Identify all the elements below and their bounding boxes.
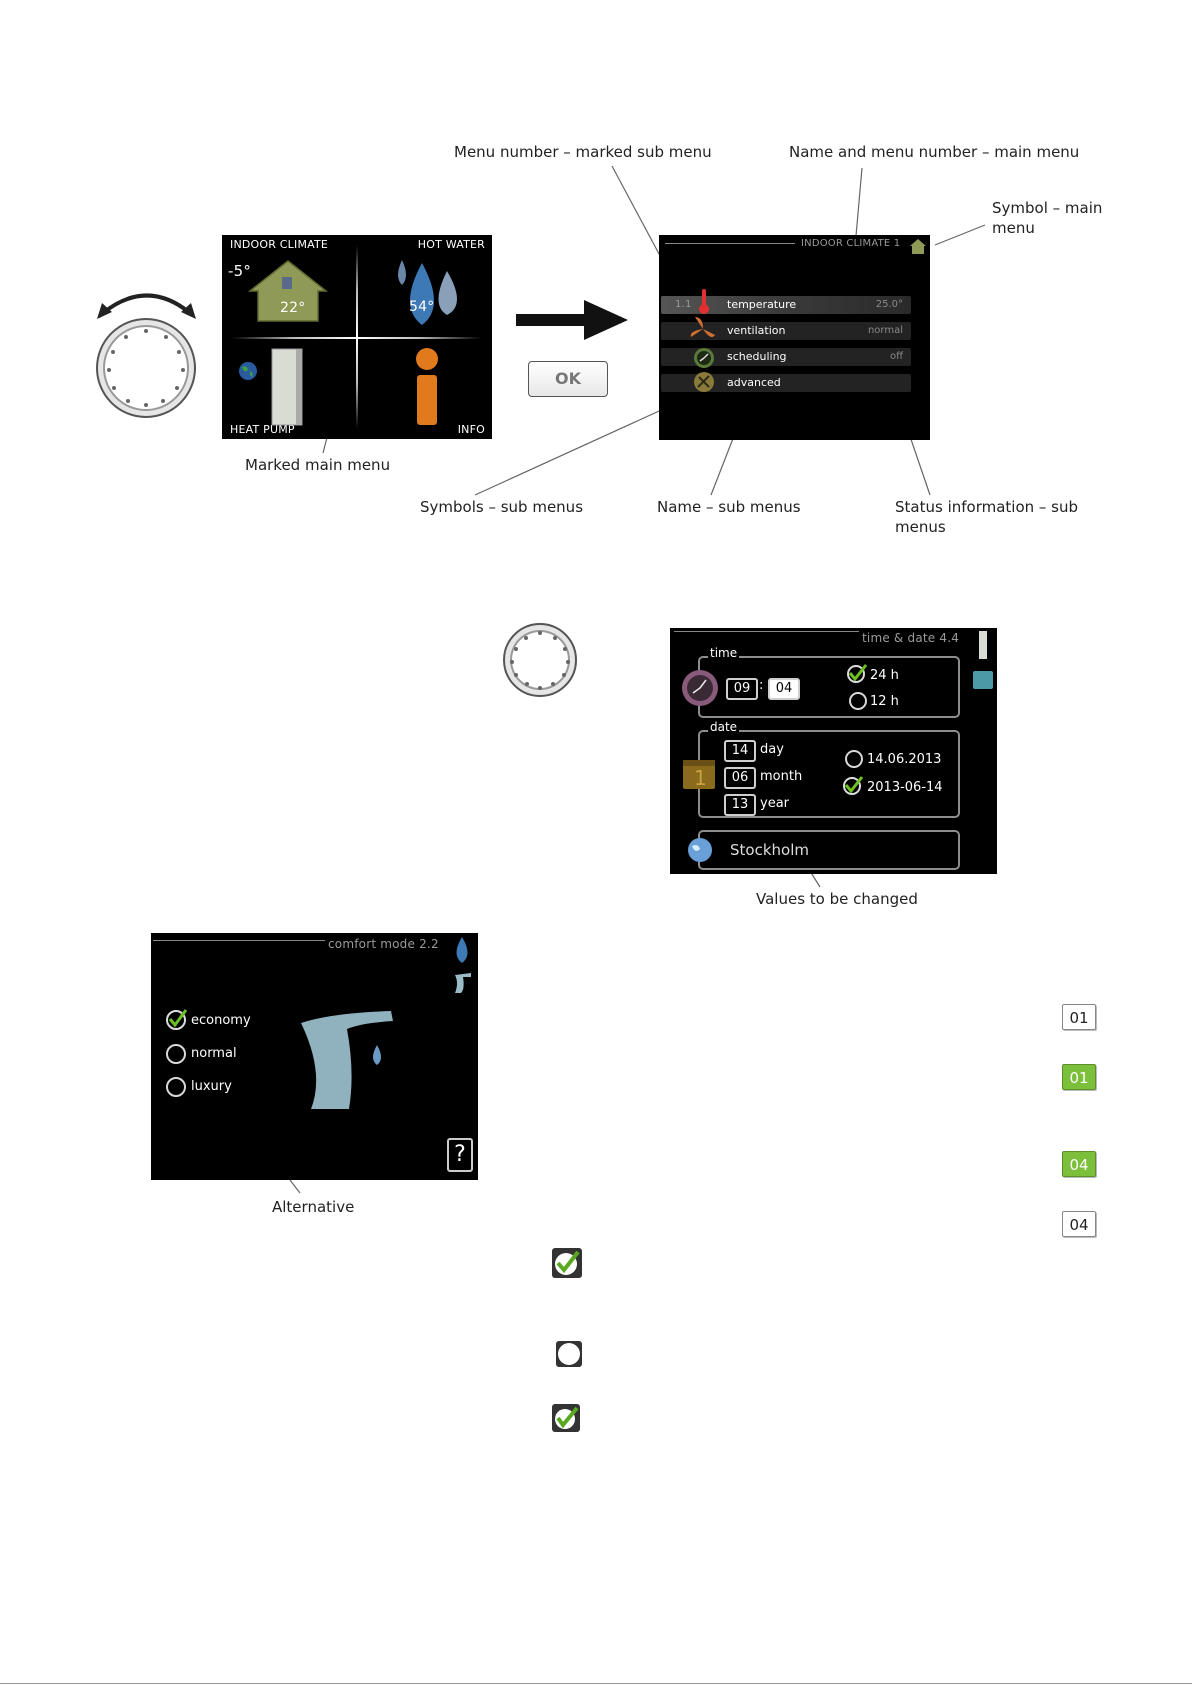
- callout-marked-main: Marked main menu: [245, 456, 391, 474]
- year-label: year: [760, 796, 790, 811]
- time-colon: :: [759, 678, 764, 693]
- info-icon: [416, 348, 438, 425]
- value-box-selected: 04: [1062, 1151, 1096, 1177]
- radio-luxury[interactable]: [166, 1077, 186, 1097]
- callout-name-number-main: Name and menu number – main menu: [789, 143, 1080, 161]
- month-label: month: [760, 769, 803, 784]
- indoor-temp: 22°: [280, 300, 306, 316]
- thermometer-icon: [699, 289, 709, 314]
- menu-status: off: [889, 351, 903, 362]
- ok-button[interactable]: OK: [528, 361, 608, 397]
- option-economy[interactable]: economy: [191, 1013, 251, 1028]
- quad-divider-v: [356, 245, 358, 429]
- time-date-screen: time & date 4.4 time 09 : 04 24 h 12 h d…: [670, 628, 997, 874]
- thermometer-side-icon: [979, 631, 987, 659]
- callout-status-sub: Status information – sub menus: [895, 498, 1079, 536]
- page-bottom-rule: [0, 1683, 1192, 1684]
- time-label: time: [708, 646, 740, 660]
- date-label: date: [708, 720, 740, 734]
- day-field[interactable]: 14: [724, 740, 756, 762]
- minute-field[interactable]: 04: [768, 678, 800, 700]
- tools-icon: [694, 372, 714, 392]
- title-rule: [674, 631, 859, 632]
- callout-menu-number-sub: Menu number – marked sub menu: [454, 143, 712, 161]
- menu-label: temperature: [727, 298, 797, 311]
- clock-icon: [682, 670, 718, 706]
- month-field[interactable]: 06: [724, 767, 756, 789]
- day-label: day: [760, 742, 784, 757]
- clock-icon: [694, 348, 714, 368]
- menu-row-scheduling[interactable]: scheduling off: [661, 348, 911, 366]
- time-date-title: time & date 4.4: [862, 631, 960, 645]
- title-rule: [665, 243, 795, 244]
- main-menu-screen: INDOOR CLIMATE HOT WATER HEAT PUMP INFO …: [222, 235, 492, 439]
- checked-radio-icon: [552, 1404, 580, 1432]
- checked-radio-24h-icon[interactable]: [846, 662, 868, 684]
- calendar-side-icon: [973, 671, 993, 689]
- globe-icon: [239, 362, 257, 380]
- menu-row-advanced[interactable]: advanced: [661, 374, 911, 392]
- heat-pump-icon: [271, 348, 303, 426]
- callout-symbol-main: Symbol – main menu: [992, 199, 1103, 237]
- house-icon: [248, 260, 328, 322]
- format-24h-label: 24 h: [870, 668, 899, 683]
- quad-label-indoor-climate[interactable]: INDOOR CLIMATE: [230, 238, 329, 251]
- control-knob-small[interactable]: [503, 623, 577, 697]
- checked-radio-date-format-2-icon[interactable]: [842, 774, 864, 796]
- radio-12h[interactable]: [849, 692, 867, 710]
- menu-row-temperature[interactable]: 1.1 temperature 25.0°: [661, 296, 911, 314]
- menu-status: normal: [867, 325, 903, 336]
- quad-label-info[interactable]: INFO: [457, 423, 485, 436]
- hour-field[interactable]: 09: [726, 678, 758, 700]
- svg-text:1: 1: [694, 766, 707, 790]
- menu-label: advanced: [727, 376, 781, 389]
- comfort-mode-title: comfort mode 2.2: [328, 937, 439, 951]
- outdoor-temp: -5°: [228, 262, 252, 280]
- menu-label: ventilation: [727, 324, 786, 337]
- caption-alternative: Alternative: [272, 1198, 355, 1216]
- value-box-unselected: 01: [1062, 1004, 1096, 1030]
- date-format-2-label: 2013-06-14: [867, 780, 943, 795]
- menu-number: 1.1: [675, 299, 692, 310]
- calendar-icon: 1: [683, 760, 715, 790]
- option-normal[interactable]: normal: [191, 1046, 237, 1061]
- faucet-icon: [301, 1011, 393, 1109]
- comfort-mode-screen: comfort mode 2.2 economy normal luxury ?: [151, 933, 478, 1180]
- city-name: Stockholm: [730, 841, 809, 859]
- caption-values-to-change: Values to be changed: [756, 890, 918, 908]
- menu-label: scheduling: [727, 350, 787, 363]
- menu-row-ventilation[interactable]: ventilation normal: [661, 322, 911, 340]
- value-box-selected: 01: [1062, 1064, 1096, 1090]
- radio-normal[interactable]: [166, 1044, 186, 1064]
- year-field[interactable]: 13: [724, 794, 756, 816]
- sub-menu-screen: INDOOR CLIMATE 1 1.1 temperature 25.0° v…: [659, 235, 930, 440]
- option-luxury[interactable]: luxury: [191, 1079, 232, 1094]
- water-drop-icon: [398, 260, 457, 325]
- date-format-1-label: 14.06.2013: [867, 752, 942, 767]
- water-temp: 54°: [409, 299, 435, 315]
- title-rule: [153, 940, 325, 941]
- fan-icon: [690, 317, 715, 337]
- help-button[interactable]: ?: [447, 1138, 473, 1172]
- control-knob[interactable]: [96, 318, 196, 418]
- quad-label-hot-water[interactable]: HOT WATER: [417, 238, 485, 251]
- house-small-icon: [910, 239, 926, 254]
- empty-radio-icon: [556, 1341, 582, 1367]
- callout-symbols-sub: Symbols – sub menus: [420, 498, 584, 516]
- checked-radio-economy-icon[interactable]: [165, 1007, 189, 1031]
- radio-date-format-1[interactable]: [845, 750, 863, 768]
- sub-screen-title: INDOOR CLIMATE 1: [801, 238, 901, 249]
- faucet-small-icon: [455, 973, 471, 993]
- format-12h-label: 12 h: [870, 694, 899, 709]
- globe-icon: [688, 838, 712, 862]
- water-drop-icon: [456, 937, 468, 963]
- quad-label-heat-pump[interactable]: HEAT PUMP: [230, 423, 295, 436]
- checked-checkbox-icon: [552, 1248, 582, 1278]
- callout-name-sub: Name – sub menus: [657, 498, 801, 516]
- value-box-unselected: 04: [1062, 1211, 1096, 1237]
- menu-status: 25.0°: [875, 299, 903, 310]
